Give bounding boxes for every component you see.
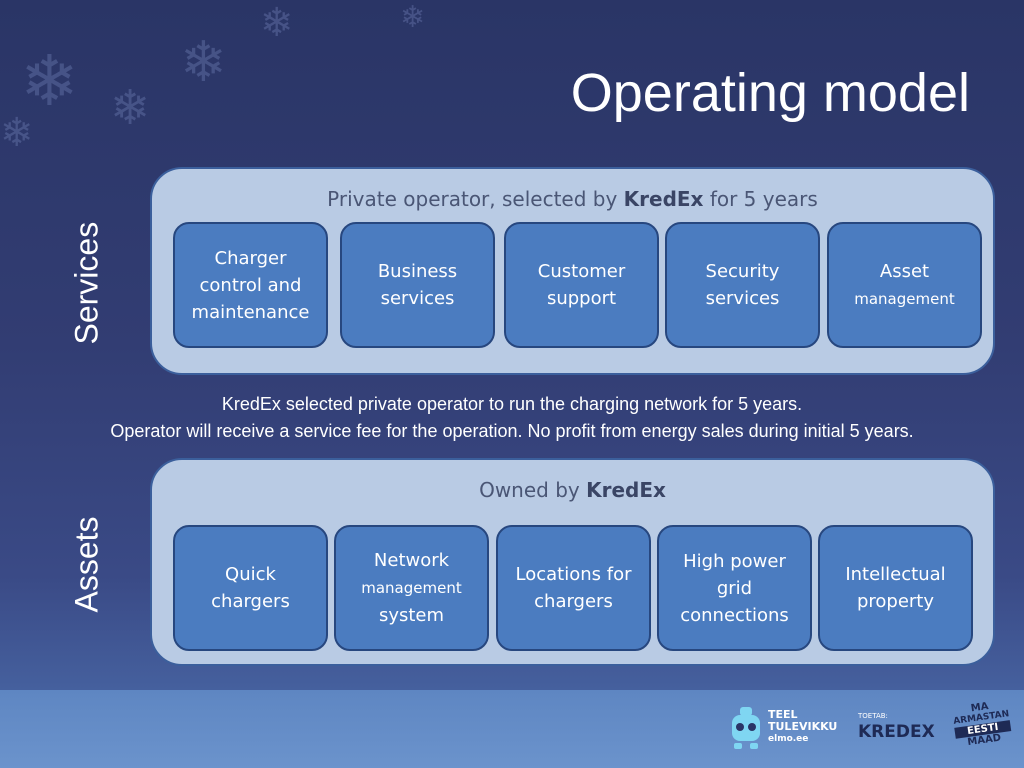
operator-description: KredEx selected private operator to run … [110, 394, 914, 441]
kredex-logo: TOETAB: KREDEX [858, 712, 935, 742]
ma-armastan-eesti-maad-logo: MA ARMASTAN EESTI MAAD [952, 700, 1012, 749]
snowflake-icon: ❄ [400, 0, 426, 35]
footer-band [0, 690, 1024, 768]
snowflake-icon: ❄ [20, 40, 79, 122]
robot-car-icon [732, 707, 760, 749]
assets-panel-header: Owned by KredEx [479, 478, 666, 502]
elmo-logo-text: TEEL TULEVIKKU elmo.ee [768, 708, 838, 745]
services-panel-header: Private operator, selected by KredEx for… [327, 187, 818, 211]
services-side-label: Services [68, 221, 105, 345]
snowflake-icon: ❄ [180, 30, 227, 95]
slide-title: Operating model [570, 63, 970, 123]
snowflake-icon: ❄ [260, 0, 294, 46]
assets-side-label: Assets [68, 516, 105, 613]
snowflake-icon: ❄ [0, 110, 34, 156]
snowflake-icon: ❄ [110, 80, 151, 136]
elmo-logo: TEEL TULEVIKKU elmo.ee [728, 705, 838, 755]
